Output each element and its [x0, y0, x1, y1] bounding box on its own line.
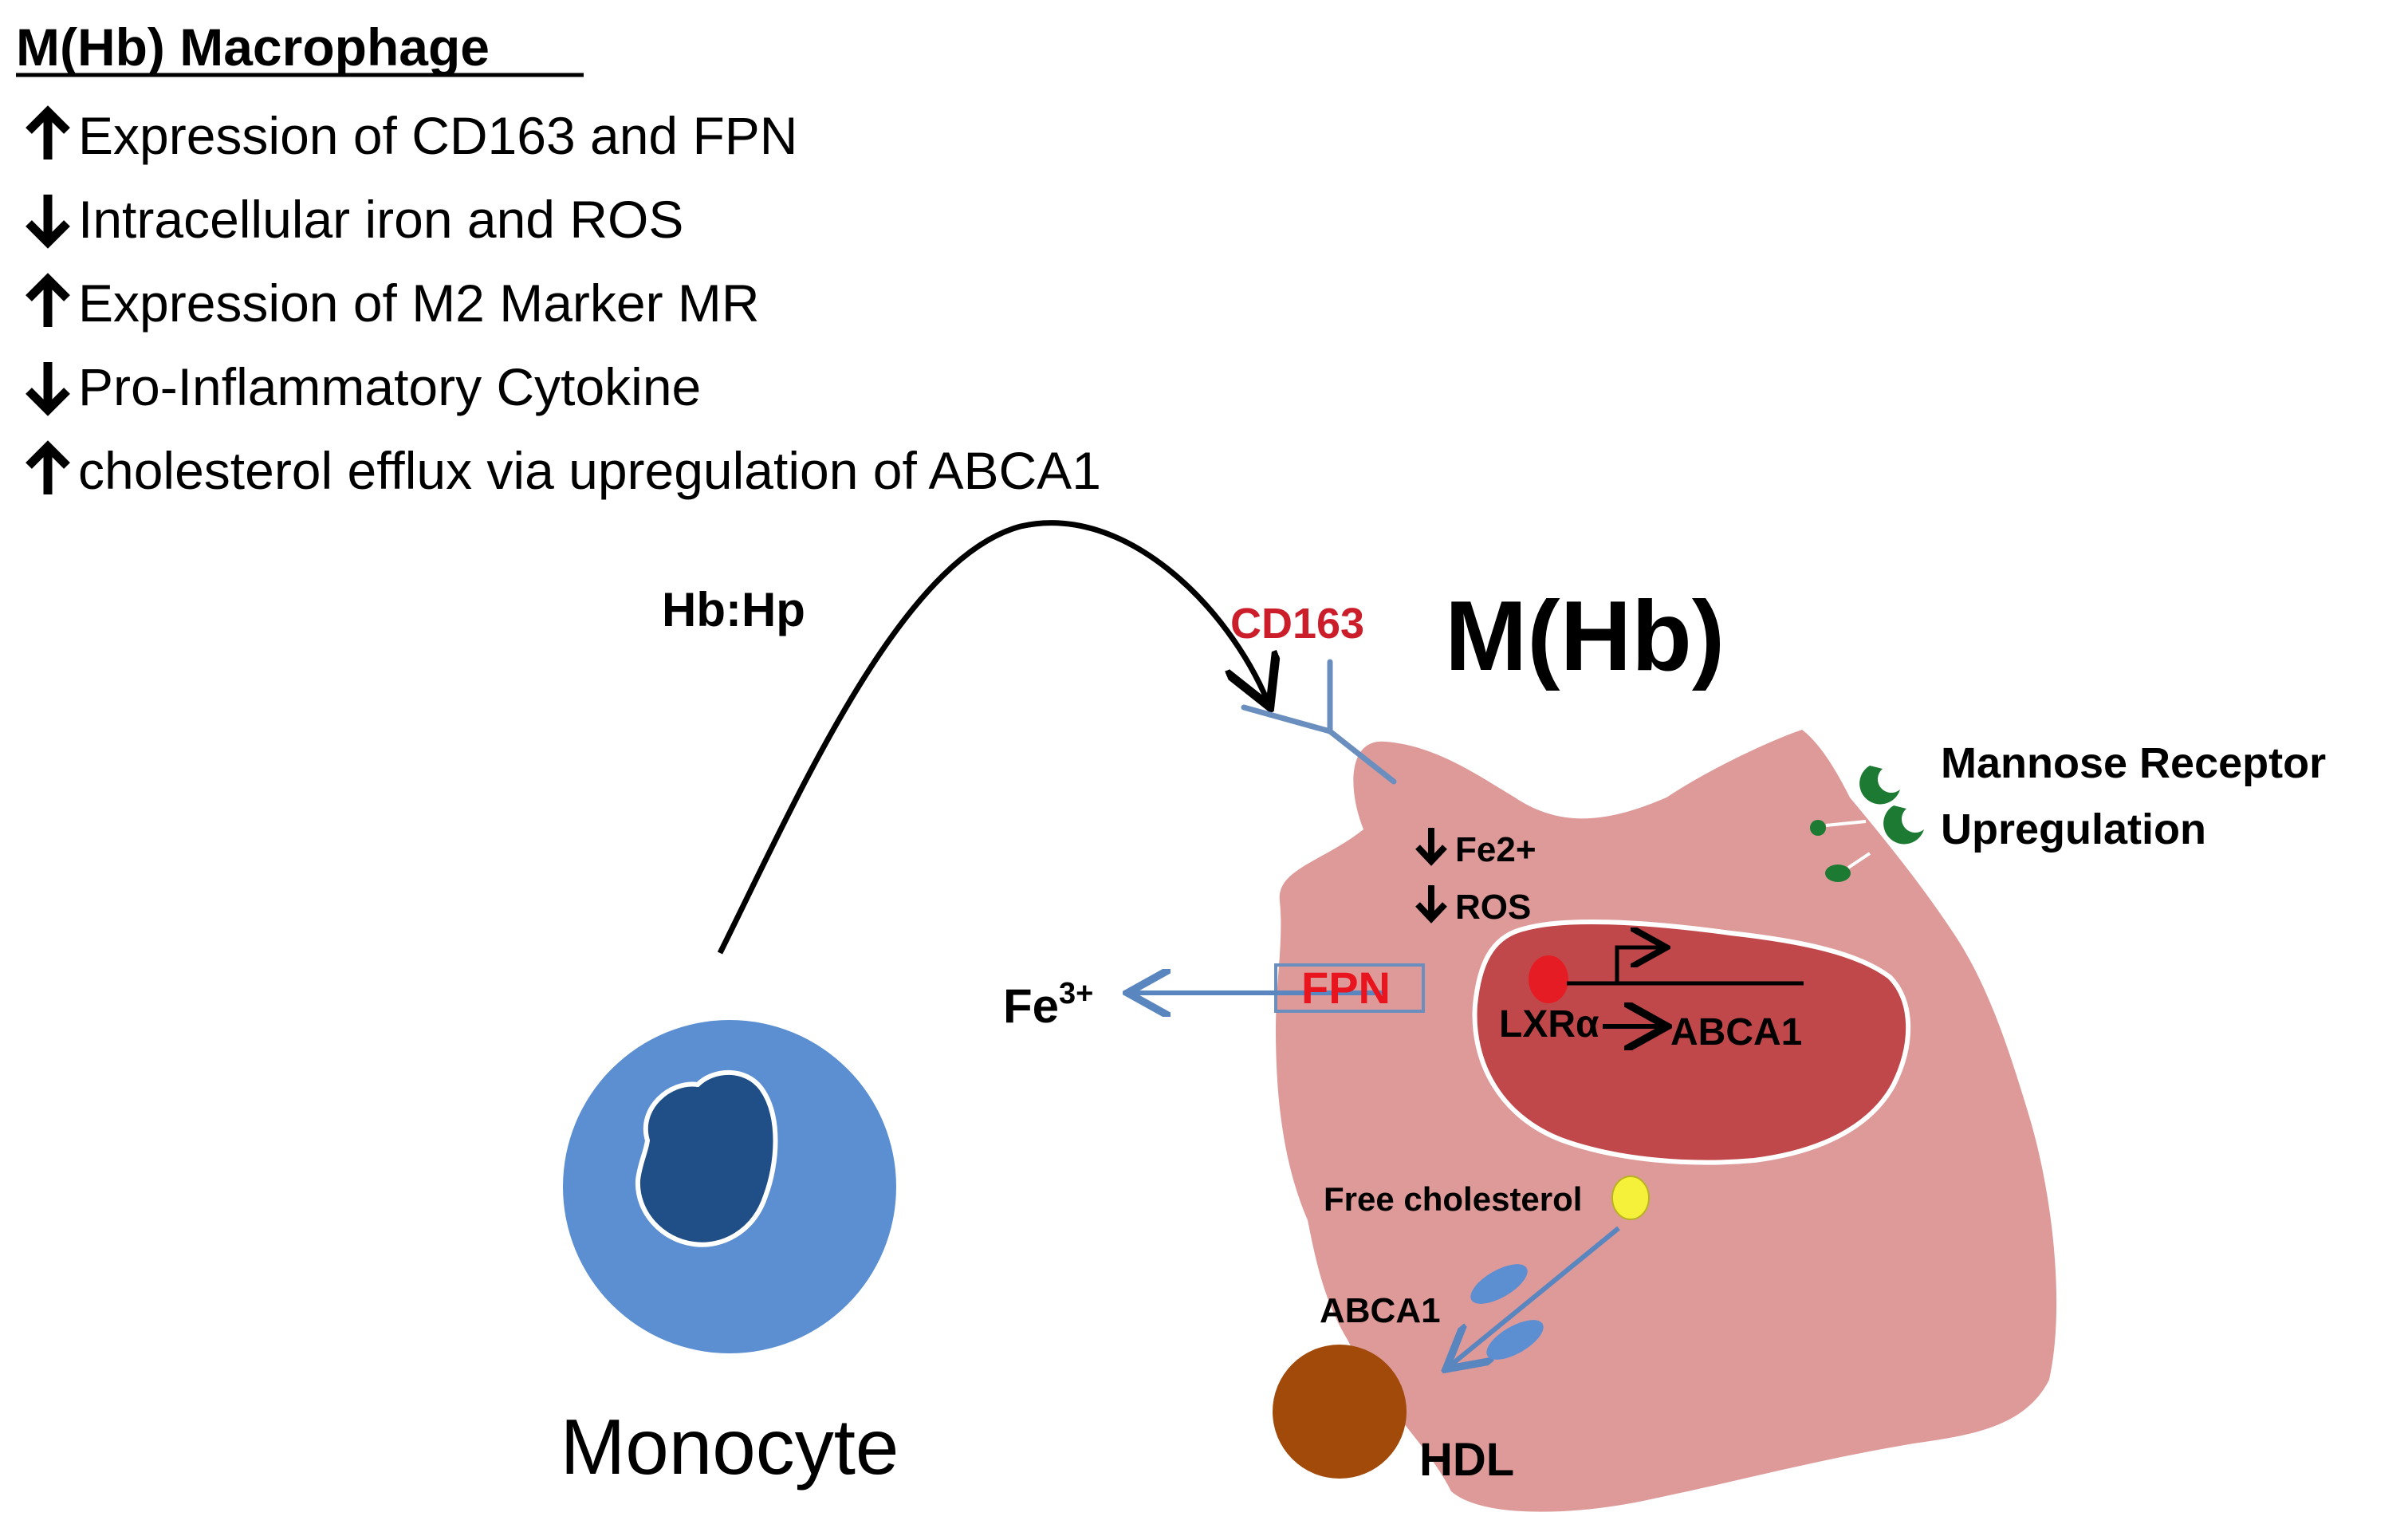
mannose-receptor-icon [1810, 805, 1924, 845]
effect-text: Expression of CD163 and FPN [78, 106, 797, 165]
panel-title: M(Hb) Macrophage [16, 18, 490, 77]
up-arrow-icon [26, 440, 70, 494]
down-arrow-icon [26, 362, 70, 416]
effect-row: Expression of M2 Marker MR [26, 273, 760, 333]
fe3-label: Fe3+ [1003, 977, 1093, 1033]
up-arrow-icon [26, 273, 70, 327]
free-cholesterol-dot [1611, 1176, 1650, 1220]
monocyte-label: Monocyte [561, 1403, 899, 1491]
abca1-transporter [1470, 1264, 1528, 1304]
effect-row: Expression of CD163 and FPN [26, 105, 797, 165]
cholesterol-efflux-arrow [1450, 1226, 1620, 1366]
mannose-receptor-icon [1855, 766, 1900, 805]
down-arrow-icon [1415, 885, 1447, 924]
effect-text: Intracellular iron and ROS [78, 190, 683, 249]
hdl-particle [1273, 1345, 1407, 1479]
fe2-label: Fe2+ [1455, 830, 1536, 869]
cd163-receptor [1241, 659, 1397, 785]
fpn-transporter-box [1274, 963, 1425, 1013]
mhb-title: M(Hb) [1445, 581, 1725, 691]
mannose-label-line1: Mannose Receptor [1941, 739, 2326, 787]
up-arrow-icon [26, 105, 70, 160]
lxr-alpha-dot [1529, 955, 1568, 1003]
effect-row: cholesterol efflux via upregulation of A… [26, 440, 1101, 500]
hb-hp-uptake-arrow [717, 520, 1268, 955]
down-arrow-icon [1415, 828, 1447, 866]
effects-panel: M(Hb) Macrophage Expression of CD163 and… [16, 18, 1101, 500]
hb-hp-label: Hb:Hp [662, 583, 805, 636]
down-arrow-icon [26, 195, 70, 249]
fe3-base: Fe [1003, 979, 1059, 1033]
lxr-alpha-label: LXRα [1499, 1003, 1599, 1046]
mannose-receptor-icon [1825, 852, 1871, 882]
abca1-transporter-label: ABCA1 [1320, 1291, 1441, 1330]
free-cholesterol-label: Free cholesterol [1324, 1180, 1582, 1218]
effect-text: cholesterol efflux via upregulation of A… [78, 441, 1101, 500]
ros-label: ROS [1455, 888, 1531, 927]
effect-row: Intracellular iron and ROS [26, 190, 683, 249]
mannose-receptors [1810, 766, 1924, 882]
effect-row: Pro-Inflammatory Cytokine [26, 357, 701, 416]
effect-text: Expression of M2 Marker MR [78, 274, 760, 333]
monocyte-nucleus [635, 1069, 778, 1247]
mannose-label-line2: Upregulation [1941, 805, 2206, 853]
effect-text: Pro-Inflammatory Cytokine [78, 357, 701, 416]
transcription-start-arrow [1615, 947, 1662, 983]
hdl-label: HDL [1419, 1434, 1514, 1486]
fpn-label: FPN [1301, 963, 1391, 1013]
cd163-label: CD163 [1230, 600, 1364, 648]
fe3-superscript: 3+ [1059, 977, 1093, 1010]
abca1-transporter [1486, 1320, 1544, 1360]
abca1-gene-label: ABCA1 [1670, 1011, 1802, 1053]
